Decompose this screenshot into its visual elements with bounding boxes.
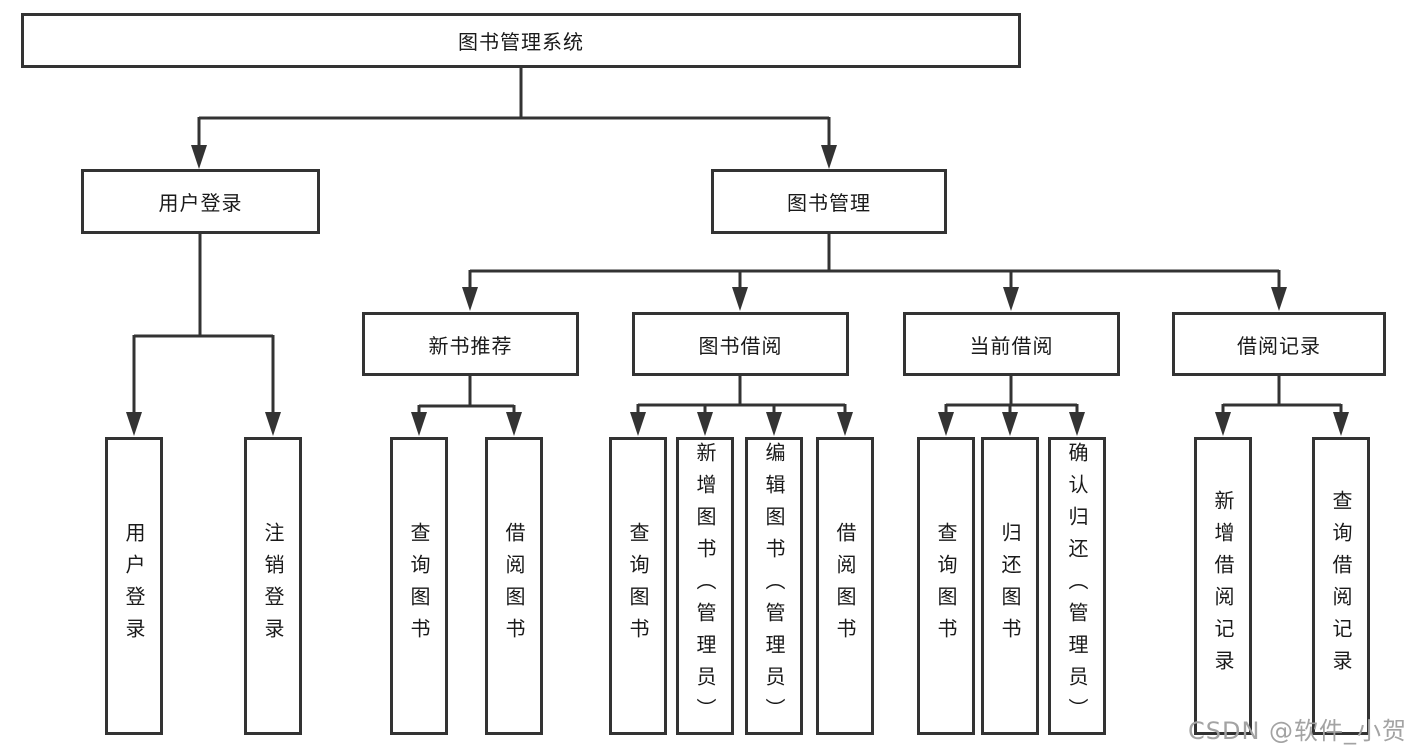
- leaf-query-books-recommend-label: 查询图书: [407, 522, 431, 650]
- leaf-borrow-books-recommend-label: 借阅图书: [502, 522, 526, 650]
- leaf-logout: 注销登录: [244, 437, 302, 735]
- node-root: 图书管理系统: [21, 13, 1021, 68]
- node-current-borrow: 当前借阅: [903, 312, 1120, 376]
- leaf-query-borrow-record-label: 查询借阅记录: [1329, 490, 1353, 682]
- leaf-confirm-return-admin-label: 确认归还（管理员）: [1065, 442, 1089, 730]
- leaf-add-borrow-record-label: 新增借阅记录: [1211, 490, 1235, 682]
- leaf-logout-label: 注销登录: [261, 522, 285, 650]
- node-book-borrow-label: 图书借阅: [698, 333, 783, 358]
- node-current-borrow-label: 当前借阅: [969, 333, 1054, 358]
- leaf-user-login: 用户登录: [105, 437, 163, 735]
- leaf-query-books-current: 查询图书: [917, 437, 975, 735]
- leaf-query-books-recommend: 查询图书: [390, 437, 448, 735]
- node-book-borrow: 图书借阅: [632, 312, 849, 376]
- leaf-edit-books-admin: 编辑图书（管理员）: [745, 437, 803, 735]
- leaf-return-books: 归还图书: [981, 437, 1039, 735]
- node-borrow-records: 借阅记录: [1172, 312, 1386, 376]
- node-root-label: 图书管理系统: [458, 30, 584, 54]
- node-user-login-label: 用户登录: [158, 191, 243, 215]
- leaf-borrow-books: 借阅图书: [816, 437, 874, 735]
- leaf-query-books-borrow: 查询图书: [609, 437, 667, 735]
- leaf-add-borrow-record: 新增借阅记录: [1194, 437, 1252, 735]
- leaf-query-books-borrow-label: 查询图书: [626, 522, 650, 650]
- leaf-add-books-admin: 新增图书（管理员）: [676, 437, 734, 735]
- leaf-edit-books-admin-label: 编辑图书（管理员）: [762, 442, 786, 730]
- leaf-return-books-label: 归还图书: [998, 522, 1022, 650]
- node-book-management: 图书管理: [711, 169, 947, 234]
- leaf-add-books-admin-label: 新增图书（管理员）: [693, 442, 717, 730]
- leaf-confirm-return-admin: 确认归还（管理员）: [1048, 437, 1106, 735]
- leaf-query-borrow-record: 查询借阅记录: [1312, 437, 1370, 735]
- watermark: CSDN @软件_小贺同学: [1188, 717, 1405, 745]
- leaf-query-books-current-label: 查询图书: [934, 522, 958, 650]
- node-borrow-records-label: 借阅记录: [1237, 333, 1321, 358]
- node-new-book-recommend-label: 新书推荐: [428, 333, 513, 358]
- node-book-management-label: 图书管理: [787, 191, 871, 215]
- leaf-user-login-label: 用户登录: [122, 522, 146, 650]
- node-new-book-recommend: 新书推荐: [362, 312, 579, 376]
- leaf-borrow-books-label: 借阅图书: [833, 522, 857, 650]
- node-user-login: 用户登录: [81, 169, 320, 234]
- leaf-borrow-books-recommend: 借阅图书: [485, 437, 543, 735]
